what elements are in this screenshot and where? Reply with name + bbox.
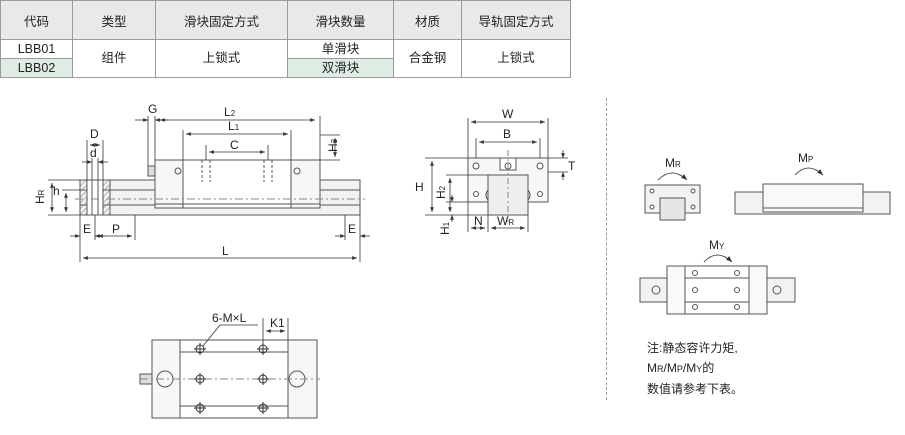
section-divider [606,98,607,400]
dim-H: H [415,180,424,194]
dim-T: T [568,159,576,173]
moment-my-diagram [639,254,796,315]
dim-HR: HR [33,189,47,204]
dim-H2: H2 [434,185,448,199]
dim-B: B [503,127,511,141]
end-view-dimensions [425,118,568,232]
dim-h: h [53,184,60,198]
dim-E-left: E [83,222,91,236]
dim-d: d [90,146,97,160]
label-MY: MY [709,238,725,252]
label-MR: MR [665,156,681,170]
dim-H1: H1 [438,221,452,235]
note-line-3: 数值请参考下表。 [647,382,744,396]
note-line-1: 注:静态容许力矩, [647,341,738,355]
cell-rail-fix: 上锁式 [461,39,571,78]
cell-type: 组件 [72,39,156,78]
header-material: 材质 [393,0,462,40]
top-view-labels: 6-M×L K1 [212,311,285,330]
dim-WR: WR [497,214,514,228]
table-header-row: 代码 类型 滑块固定方式 滑块数量 材质 导轨固定方式 [0,0,571,40]
end-view-labels: W B T H H2 H1 N WR [415,107,576,235]
top-view-dimensions [202,318,289,347]
cell-count: 双滑块 [287,58,394,78]
label-MP: MP [798,151,813,165]
dim-D: D [90,127,99,141]
dim-C: C [230,138,239,152]
dim-L1: L1 [228,119,240,133]
dim-L: L [222,244,229,258]
note-line-2: MR/MP/MY的 [647,361,715,375]
cell-code: LBB01 [0,39,73,59]
dim-N: N [474,214,483,228]
dim-P: P [112,222,120,236]
header-rail-fix: 导轨固定方式 [461,0,571,40]
cell-material: 合金钢 [393,39,462,78]
dim-L2: L2 [224,105,236,119]
dim-H3: H3 [326,138,340,152]
moment-mp-diagram [734,167,891,215]
table-row: LBB01 组件 上锁式 单滑块 合金钢 上锁式 [0,39,571,78]
table-row: LBB02 双滑块 [0,58,571,78]
header-code: 代码 [0,0,73,40]
dim-E-right: E [348,222,356,236]
dim-K1: K1 [270,316,285,330]
header-slider-count: 滑块数量 [287,0,394,40]
end-view [467,150,549,222]
front-view-labels: G L2 L1 C D d H3 HR h E P E L [33,102,356,258]
moment-mr-diagram [644,172,701,221]
cell-slider-fix: 上锁式 [155,39,288,78]
spec-table: 代码 类型 滑块固定方式 滑块数量 材质 导轨固定方式 LBB01 组件 上锁式… [0,0,571,78]
dim-G: G [148,102,157,116]
front-view-dimensions [48,116,370,262]
dim-holes: 6-M×L [212,311,247,325]
dim-W: W [502,107,514,121]
front-view [75,159,365,216]
moment-labels: MR MP MY [665,151,813,252]
moment-note: 注:静态容许力矩, MR/MP/MY的 数值请参考下表。 [647,338,743,399]
cell-count: 单滑块 [287,39,394,59]
cell-code: LBB02 [0,58,73,78]
top-view [139,339,320,419]
